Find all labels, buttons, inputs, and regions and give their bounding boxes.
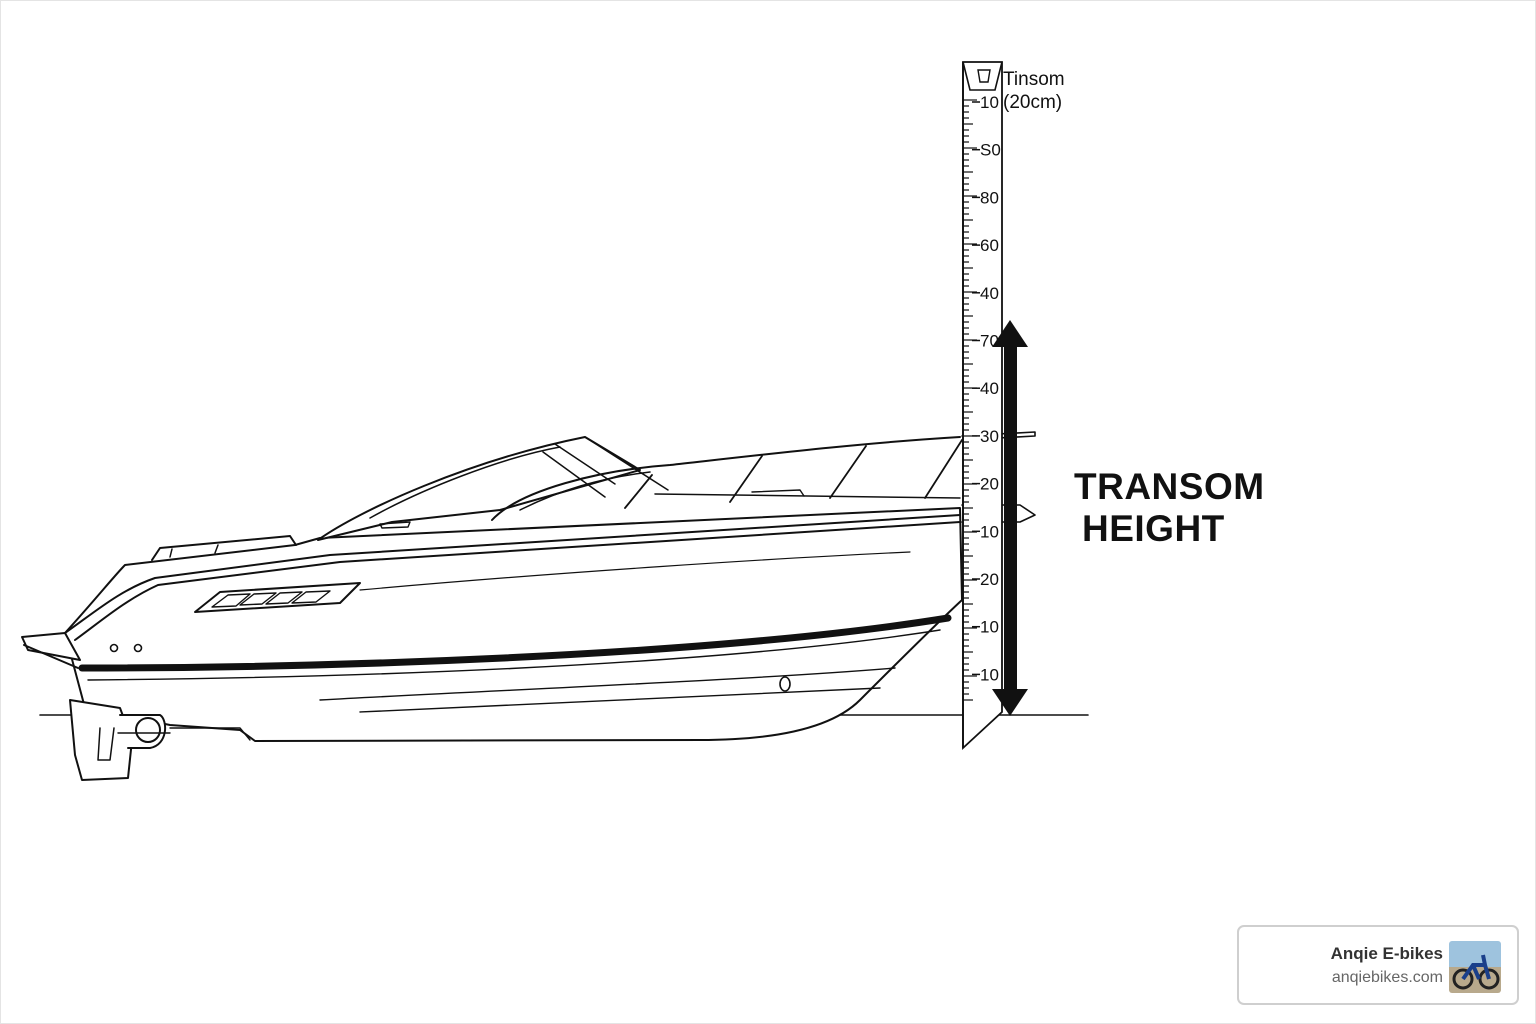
transom-height-title: TRANSOM HEIGHT <box>1074 466 1265 550</box>
ruler-tick-label: 30 <box>980 427 999 446</box>
measuring-ruler <box>962 61 1003 751</box>
title-line1: TRANSOM <box>1074 466 1265 507</box>
ruler-tick-label: 80 <box>980 188 999 207</box>
ruler-tick-label: 20 <box>980 570 999 589</box>
ruler-tick-label: 40 <box>980 379 999 398</box>
ruler-tick-label: 10 <box>980 93 999 112</box>
attribution-url[interactable]: anqiebikes.com <box>1331 969 1443 986</box>
attribution-card[interactable]: Anqie E-bikes anqiebikes.com <box>1237 925 1519 1005</box>
ruler-label-line2: (20cm) <box>1003 92 1063 113</box>
ruler-tick-label: 40 <box>980 284 999 303</box>
ruler-tick-label: 10 <box>980 618 999 637</box>
ruler-tick-label: S0 <box>980 141 1001 160</box>
outdrive <box>69 699 133 781</box>
ruler-tick-label: 10 <box>980 522 999 541</box>
ruler-label-line1: Tinsom <box>1003 69 1065 90</box>
hull-stripe <box>78 614 952 672</box>
cockpit-rail <box>491 436 961 521</box>
ruler-tick-label: 10 <box>980 665 999 684</box>
gunwale <box>64 514 961 634</box>
side-vents <box>194 582 361 613</box>
ebike-thumbnail-icon <box>1449 941 1501 993</box>
height-arrow <box>992 320 1028 716</box>
boat-hull <box>64 507 963 742</box>
title-line2: HEIGHT <box>1082 508 1225 549</box>
ruler-tick-label: 60 <box>980 236 999 255</box>
attribution-name: Anqie E-bikes <box>1330 944 1443 963</box>
ruler-tick-label: 20 <box>980 475 999 494</box>
bow-rail <box>151 535 297 561</box>
ruler-label: Tinsom (20cm) <box>1003 68 1065 114</box>
